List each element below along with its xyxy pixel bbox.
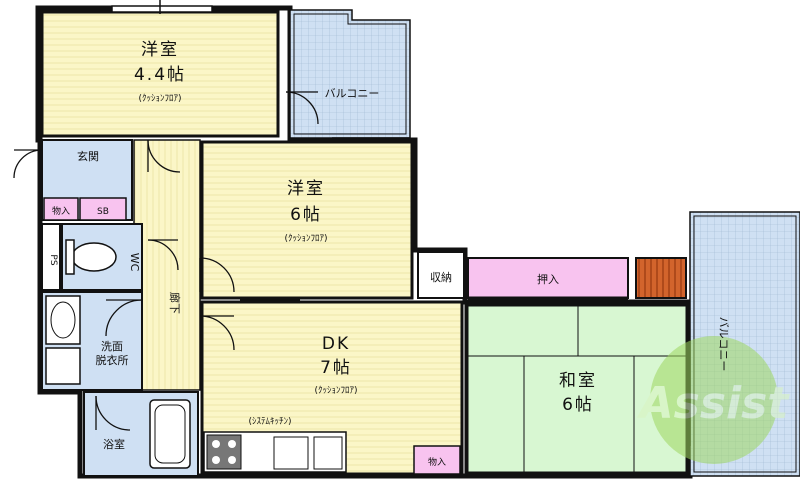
- washing-machine-icon: [45, 347, 81, 385]
- corridor-label: 廊下: [168, 292, 182, 314]
- closet-dk: [413, 445, 461, 475]
- japanese-room-name: 和室: [559, 371, 597, 391]
- western-room-1: [40, 10, 280, 138]
- japanese-room-size: 6帖: [562, 395, 594, 415]
- sink-icon: [273, 436, 309, 470]
- washroom-label: 洗面脱衣所: [96, 340, 129, 367]
- ps-shaft: [41, 223, 61, 291]
- balcony-right-label: バルコニー: [717, 317, 730, 372]
- western-room-2-size: 6帖: [290, 205, 322, 225]
- wc-label: WC: [128, 253, 141, 272]
- balcony-top: [289, 9, 411, 139]
- dk-floor: (ｸｯｼｮﾝﾌﾛｱ): [314, 385, 357, 396]
- watermark-logo: Assist: [637, 336, 791, 464]
- corridor: [133, 139, 201, 391]
- western-room-1-floor: (ｸｯｼｮﾝﾌﾛｱ): [138, 93, 181, 104]
- closet-entrance-label: 物入: [52, 205, 70, 217]
- tokonoma: [635, 257, 687, 299]
- closet-dk-label: 物入: [428, 456, 446, 468]
- stove-icon: [206, 434, 242, 470]
- watermark-text: Assist: [637, 378, 791, 429]
- shoe-box-label: SB: [97, 207, 109, 217]
- western-room-1-name: 洋室: [141, 40, 179, 60]
- shoe-box: [79, 197, 127, 221]
- window-top: [111, 5, 213, 13]
- dk-name: DK: [322, 334, 350, 354]
- kitchen-label: (ｼｽﾃﾑｷｯﾁﾝ): [248, 416, 291, 427]
- toilet-icon: [71, 242, 117, 272]
- oshiire-label: 押入: [537, 272, 559, 286]
- storage-label: 収納: [430, 271, 452, 284]
- western-room-1-size: 4.4帖: [134, 65, 186, 85]
- balcony-top-label: バルコニー: [325, 87, 380, 100]
- dk-size: 7帖: [320, 358, 352, 378]
- closet-entrance: [43, 197, 79, 221]
- western-room-2: [200, 140, 414, 300]
- oshiire: [467, 257, 629, 299]
- bathroom-label: 浴室: [103, 437, 125, 451]
- storage: [417, 251, 465, 299]
- western-room-2-floor: (ｸｯｼｮﾝﾌﾛｱ): [284, 233, 327, 244]
- western-room-2-name: 洋室: [287, 179, 325, 199]
- ps-label: PS: [48, 254, 58, 265]
- entrance-label: 玄関: [77, 149, 99, 163]
